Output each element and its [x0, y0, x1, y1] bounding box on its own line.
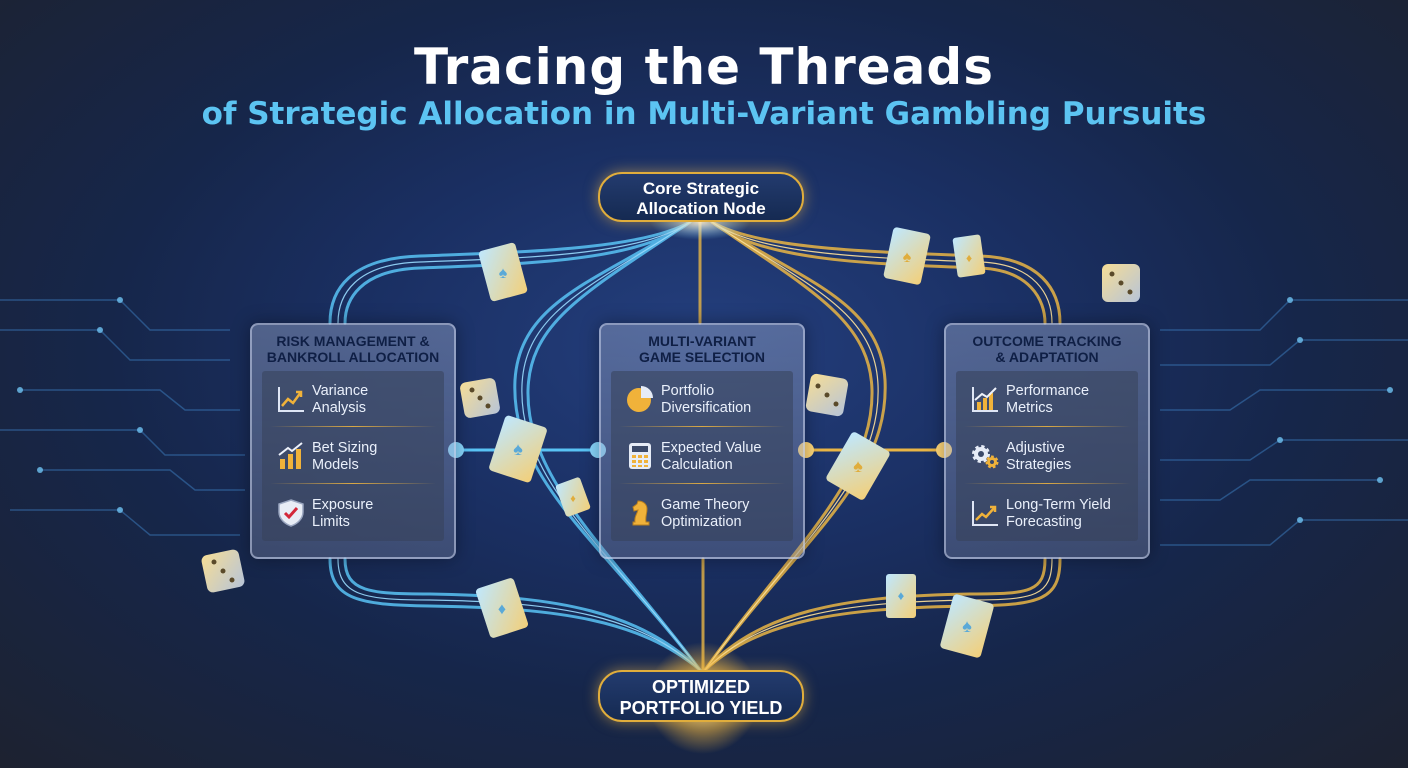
- divider: [964, 426, 1130, 427]
- page-title: Tracing the Threads: [414, 38, 994, 96]
- item-label: Analysis: [312, 400, 366, 416]
- item-label: Diversification: [661, 400, 752, 416]
- gears-icon: [972, 445, 999, 469]
- item-label: Optimization: [661, 514, 742, 530]
- optimized-yield-node: OPTIMIZED PORTFOLIO YIELD: [598, 670, 804, 722]
- item-label: Models: [312, 457, 359, 473]
- shield-check-icon: [278, 499, 304, 527]
- divider: [619, 426, 785, 427]
- item-label: Strategies: [1006, 457, 1072, 473]
- item-label: Variance: [312, 383, 369, 399]
- item-label: Metrics: [1006, 400, 1053, 416]
- core-node-line2: Allocation Node: [636, 199, 766, 218]
- chess-knight-icon: [632, 500, 650, 526]
- panel-heading-line1: MULTI-VARIANT: [648, 333, 756, 349]
- panel-heading: RISK MANAGEMENT & BANKROLL ALLOCATION: [252, 325, 454, 367]
- calculator-icon: [629, 443, 651, 469]
- trend-chart-icon: [972, 501, 998, 526]
- item-label: Calculation: [661, 457, 733, 473]
- core-allocation-node: Core Strategic Allocation Node: [598, 172, 804, 222]
- bar-chart-icon: [278, 442, 303, 469]
- item-label: Expected Value: [661, 440, 762, 456]
- panel-heading-line2: BANKROLL ALLOCATION: [266, 349, 440, 365]
- divider: [270, 483, 436, 484]
- item-label: Game Theory: [661, 497, 750, 513]
- line-chart-icon: [278, 387, 304, 412]
- risk-management-panel: RISK MANAGEMENT & BANKROLL ALLOCATION Va…: [250, 323, 456, 559]
- item-label: Adjustive: [1006, 440, 1065, 456]
- core-node-line1: Core Strategic: [642, 179, 760, 198]
- yield-node-line1: OPTIMIZED: [652, 677, 750, 697]
- item-label: Forecasting: [1006, 514, 1082, 530]
- divider: [270, 426, 436, 427]
- panel-heading: OUTCOME TRACKING & ADAPTATION: [946, 325, 1148, 367]
- divider: [619, 483, 785, 484]
- divider: [964, 483, 1130, 484]
- page-subtitle: of Strategic Allocation in Multi-Variant…: [201, 96, 1207, 132]
- performance-chart-icon: [972, 387, 998, 412]
- panel-heading-line1: OUTCOME TRACKING: [972, 333, 1122, 349]
- panel-heading-line1: RISK MANAGEMENT &: [276, 333, 430, 349]
- pie-chart-icon: [627, 386, 653, 412]
- item-label: Portfolio: [661, 383, 715, 399]
- item-label: Performance: [1006, 383, 1090, 399]
- item-label: Long-Term Yield: [1006, 497, 1111, 513]
- item-label: Limits: [312, 514, 350, 530]
- panel-heading-line2: GAME SELECTION: [638, 349, 765, 365]
- panel-heading: MULTI-VARIANT GAME SELECTION: [601, 325, 803, 367]
- item-label: Exposure: [312, 497, 374, 513]
- outcome-tracking-panel: OUTCOME TRACKING & ADAPTATION Performanc…: [944, 323, 1150, 559]
- item-label: Bet Sizing: [312, 440, 378, 456]
- panel-heading-line2: & ADAPTATION: [995, 349, 1099, 365]
- yield-node-line2: PORTFOLIO YIELD: [619, 698, 783, 718]
